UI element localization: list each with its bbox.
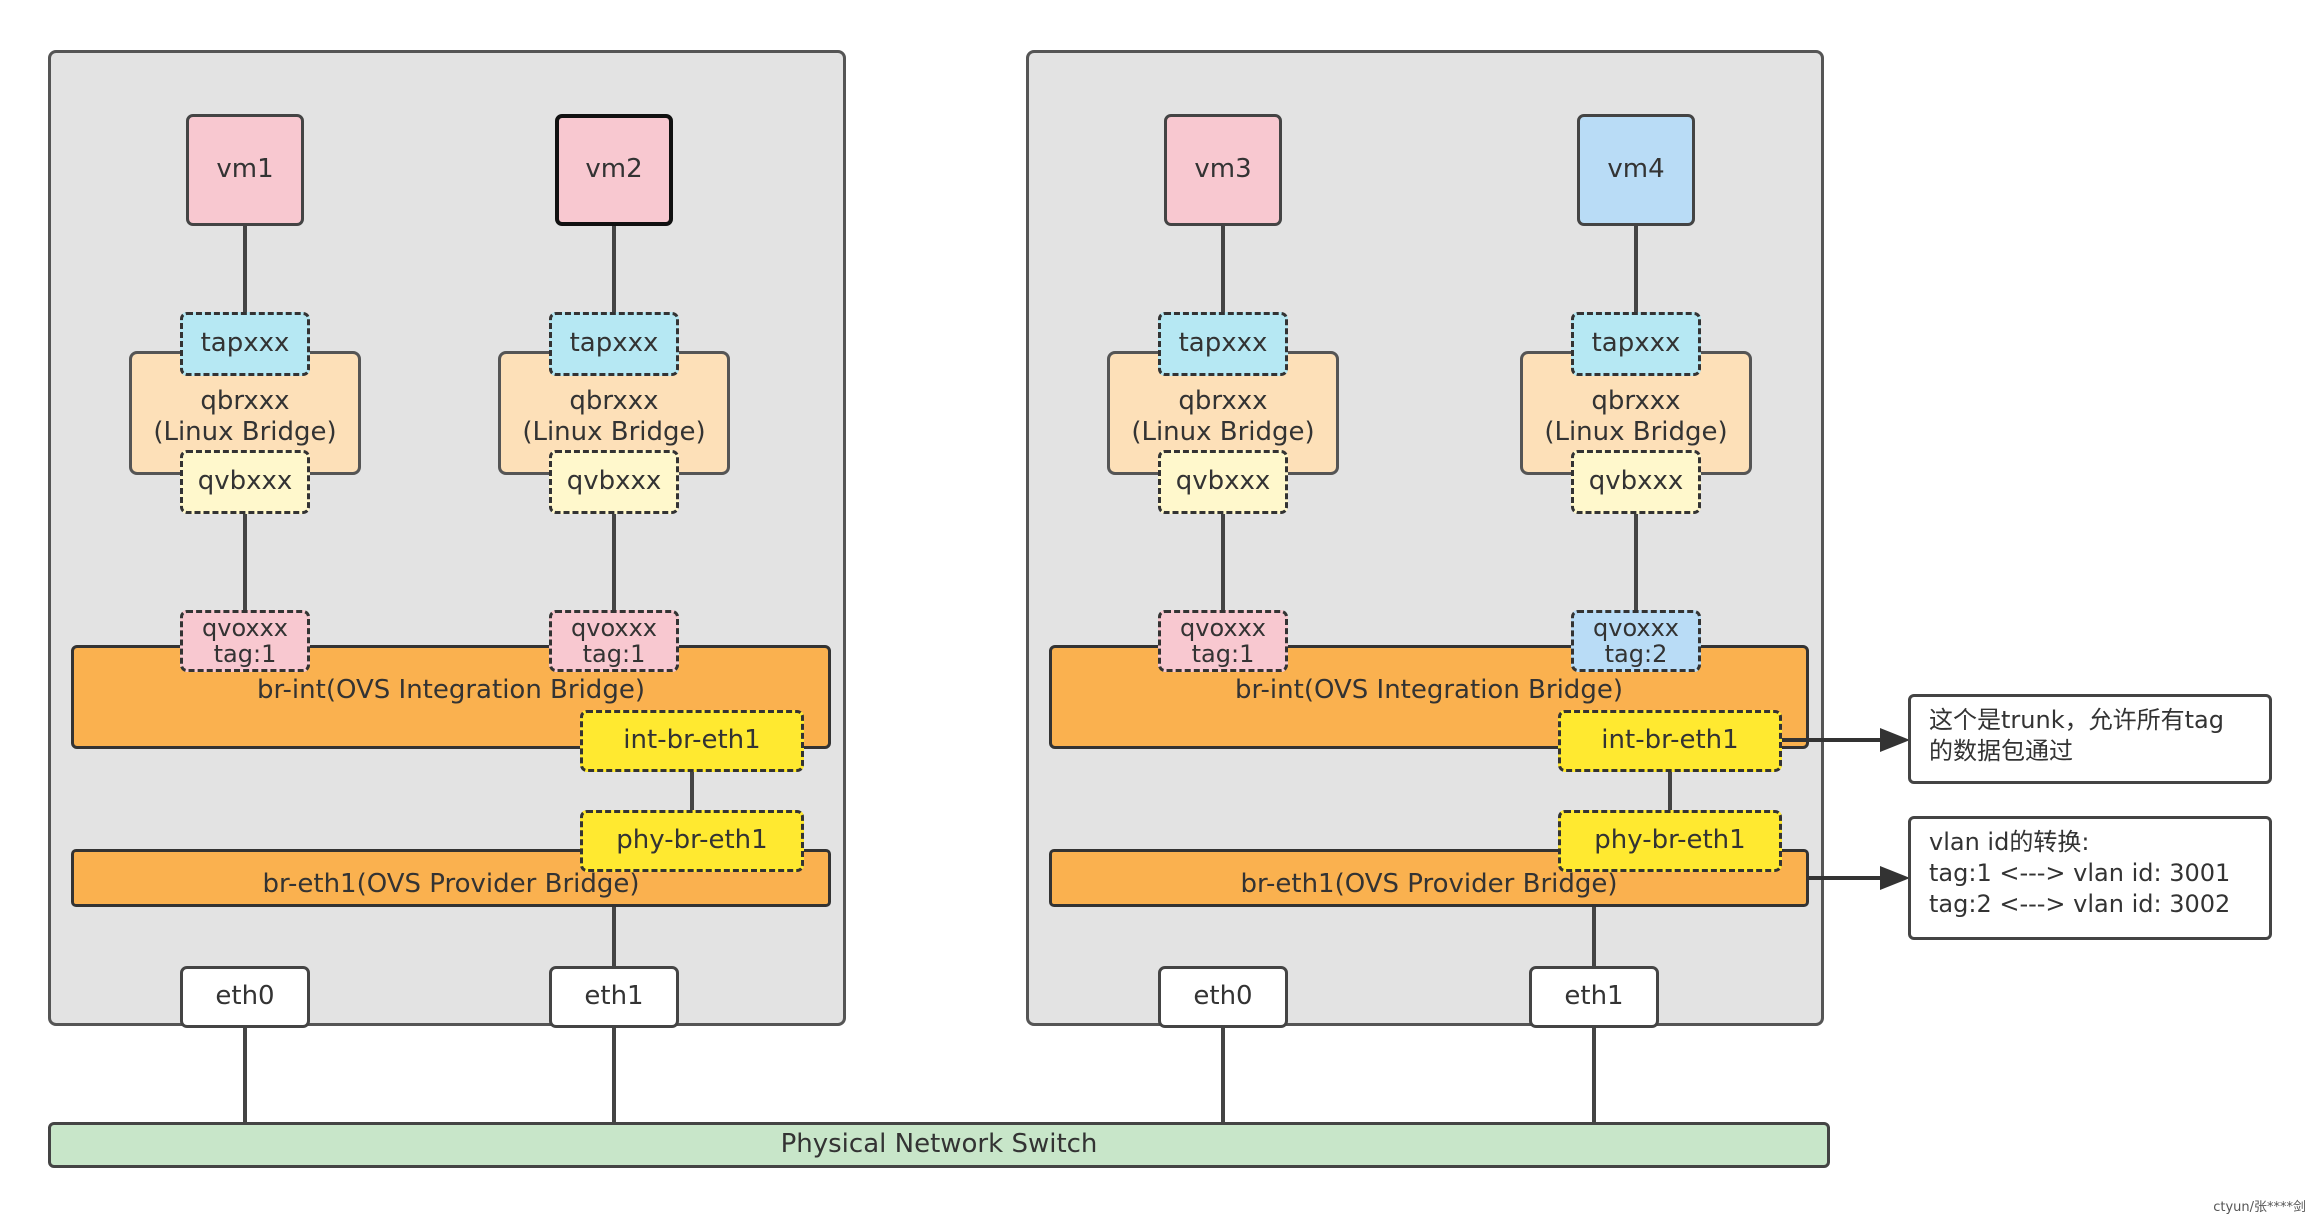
patch-port-label: int-br-eth1 <box>1601 725 1739 756</box>
connector <box>1221 224 1225 314</box>
connector <box>1592 906 1596 968</box>
trunk-note: 这个是trunk，允许所有tag 的数据包通过 <box>1908 694 2272 784</box>
connector <box>612 512 616 612</box>
arrow-head <box>1880 728 1910 752</box>
tap-port-label: tapxxx <box>200 328 290 359</box>
connector <box>612 906 616 968</box>
tap-port-label: tapxxx <box>1178 328 1268 359</box>
qvb-port-label: qvbxxx <box>566 466 662 497</box>
linux-bridge-name: qbrxxx <box>569 385 659 416</box>
vm-label: vm4 <box>1607 154 1665 185</box>
qvo-port-tag: tag:1 <box>582 640 646 668</box>
nic-label: eth0 <box>1193 981 1253 1012</box>
linux-bridge-name: qbrxxx <box>1178 385 1268 416</box>
int-br-eth1-port: int-br-eth1 <box>580 710 804 772</box>
linux-bridge-name: qbrxxx <box>1591 385 1681 416</box>
linux-bridge-type: (Linux Bridge) <box>153 417 337 447</box>
nic-label: eth1 <box>1564 981 1624 1012</box>
qvo-port-tag: tag:2 <box>1604 640 1668 668</box>
connector <box>612 224 616 314</box>
switch-label: Physical Network Switch <box>780 1129 1098 1160</box>
vm-box: vm4 <box>1577 114 1695 226</box>
connector <box>1634 512 1638 612</box>
connector <box>612 1028 616 1124</box>
bridge-label: br-int(OVS Integration Bridge) <box>1235 675 1623 706</box>
watermark: ctyun/张****剑 <box>2213 1200 2306 1215</box>
patch-port-label: int-br-eth1 <box>623 725 761 756</box>
connector <box>1634 224 1638 314</box>
vlan-mapping-note: vlan id的转换: tag:1 <---> vlan id: 3001 ta… <box>1908 816 2272 940</box>
qvo-port-name: qvoxxx <box>1593 613 1679 642</box>
vm-box: vm3 <box>1164 114 1282 226</box>
linux-bridge-name: qbrxxx <box>200 385 290 416</box>
bridge-label: br-eth1(OVS Provider Bridge) <box>1240 869 1618 900</box>
note-line: tag:1 <---> vlan id: 3001 <box>1929 859 2231 888</box>
nic-eth1: eth1 <box>549 966 679 1028</box>
phy-br-eth1-port: phy-br-eth1 <box>1558 810 1782 872</box>
qvb-port: qvbxxx <box>549 450 679 514</box>
connector <box>1668 770 1672 812</box>
vm-label: vm3 <box>1194 154 1252 185</box>
connector <box>690 770 694 812</box>
connector <box>1221 1028 1225 1124</box>
vm-box: vm2 <box>555 114 673 226</box>
patch-port-label: phy-br-eth1 <box>616 825 768 856</box>
patch-port-label: phy-br-eth1 <box>1594 825 1746 856</box>
nic-label: eth1 <box>584 981 644 1012</box>
qvb-port: qvbxxx <box>1571 450 1701 514</box>
connector <box>243 1028 247 1124</box>
bridge-label: br-int(OVS Integration Bridge) <box>257 675 645 706</box>
nic-eth0: eth0 <box>180 966 310 1028</box>
qvb-port-label: qvbxxx <box>1588 466 1684 497</box>
note-line: 的数据包通过 <box>1929 737 2073 766</box>
ovs-provider-bridge: br-eth1(OVS Provider Bridge) <box>1049 849 1809 907</box>
linux-bridge-type: (Linux Bridge) <box>1544 417 1728 447</box>
vm-label: vm1 <box>216 154 274 185</box>
tap-port: tapxxx <box>1158 312 1288 376</box>
connector <box>1221 512 1225 612</box>
qvb-port-label: qvbxxx <box>1175 466 1271 497</box>
nic-label: eth0 <box>215 981 275 1012</box>
qvo-port-tag: tag:1 <box>213 640 277 668</box>
vm-box: vm1 <box>186 114 304 226</box>
physical-network-switch: Physical Network Switch <box>48 1122 1830 1168</box>
phy-br-eth1-port: phy-br-eth1 <box>580 810 804 872</box>
note-line: vlan id的转换: <box>1929 828 2090 856</box>
connector <box>243 224 247 314</box>
bridge-label: br-eth1(OVS Provider Bridge) <box>262 869 640 900</box>
tap-port-label: tapxxx <box>1591 328 1681 359</box>
qvo-port-name: qvoxxx <box>571 613 657 642</box>
nic-eth1: eth1 <box>1529 966 1659 1028</box>
connector <box>1592 1028 1596 1124</box>
qvo-port-name: qvoxxx <box>1180 613 1266 642</box>
tap-port: tapxxx <box>549 312 679 376</box>
note-line: tag:2 <---> vlan id: 3002 <box>1929 890 2231 919</box>
qvb-port: qvbxxx <box>180 450 310 514</box>
note-line: 这个是trunk，允许所有tag <box>1929 706 2224 734</box>
connector <box>243 512 247 612</box>
qvb-port: qvbxxx <box>1158 450 1288 514</box>
int-br-eth1-port: int-br-eth1 <box>1558 710 1782 772</box>
qvb-port-label: qvbxxx <box>197 466 293 497</box>
tap-port: tapxxx <box>1571 312 1701 376</box>
qvo-port-name: qvoxxx <box>202 613 288 642</box>
arrow-head <box>1880 866 1910 890</box>
linux-bridge-type: (Linux Bridge) <box>522 417 706 447</box>
linux-bridge-type: (Linux Bridge) <box>1131 417 1315 447</box>
vm-label: vm2 <box>585 154 643 185</box>
qvo-port-tag: tag:1 <box>1191 640 1255 668</box>
tap-port: tapxxx <box>180 312 310 376</box>
tap-port-label: tapxxx <box>569 328 659 359</box>
nic-eth0: eth0 <box>1158 966 1288 1028</box>
